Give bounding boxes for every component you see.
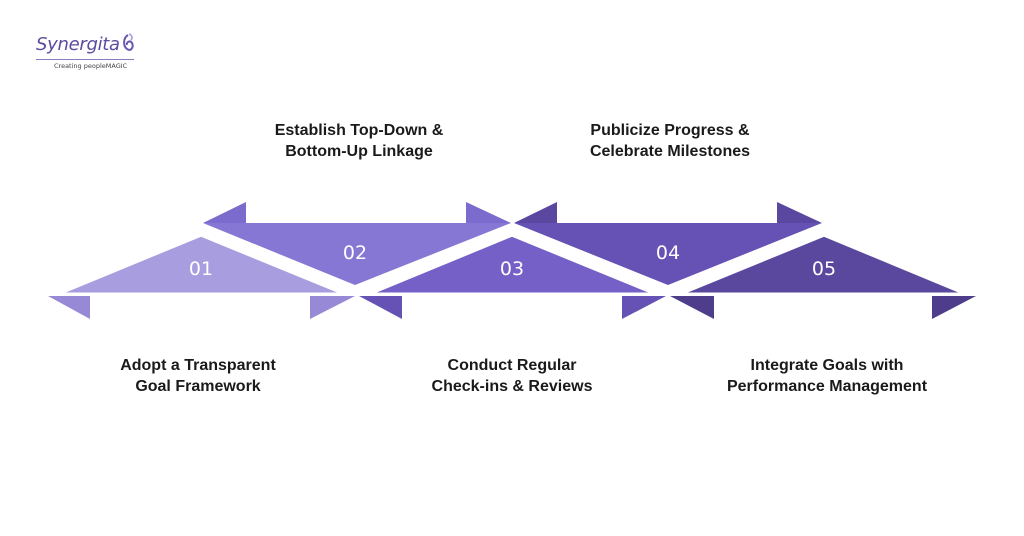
logo-swirl-icon: [123, 33, 134, 51]
logo-tagline: Creating peopleMAGIC: [54, 62, 128, 70]
step-03-caption-line-2: Check-ins & Reviews: [431, 378, 593, 395]
step-04-caption-line-1: Publicize Progress &: [590, 122, 750, 139]
step-04-caption-line-2: Celebrate Milestones: [589, 143, 751, 160]
step-01-shape: 01: [46, 229, 357, 319]
step-05-caption-line-1: Integrate Goals with: [750, 357, 904, 374]
step-01-caption-line-2: Goal Framework: [135, 378, 261, 395]
step-05-caption-line-2: Performance Management: [726, 378, 928, 395]
step-01-caption: Adopt a Transparent Goal Framework: [48, 355, 348, 397]
step-03-caption-line-1: Conduct Regular: [447, 357, 577, 374]
logo-wordmark: Synergita: [36, 34, 120, 55]
step-03-shape: 03: [357, 229, 668, 319]
step-04-caption: Publicize Progress & Celebrate Milestone…: [520, 120, 820, 162]
step-01-number: 01: [189, 258, 213, 280]
step-05-shape: 05: [668, 229, 978, 319]
step-03-number: 03: [500, 258, 524, 280]
step-04-shape: 04: [514, 202, 822, 285]
step-05-caption: Integrate Goals with Performance Managem…: [677, 355, 977, 397]
step-02-shape: 02: [203, 202, 511, 285]
step-02-caption-line-2: Bottom-Up Linkage: [285, 143, 433, 160]
step-02-number: 02: [343, 242, 367, 264]
step-05-number: 05: [812, 258, 836, 280]
step-02-caption: Establish Top-Down & Bottom-Up Linkage: [209, 120, 509, 162]
step-03-caption: Conduct Regular Check-ins & Reviews: [362, 355, 662, 397]
logo-underline: [36, 59, 134, 60]
step-01-caption-line-1: Adopt a Transparent: [120, 357, 276, 374]
step-02-caption-line-1: Establish Top-Down &: [274, 122, 444, 139]
step-04-number: 04: [656, 242, 680, 264]
synergita-logo: Synergita Creating peopleMAGIC: [34, 30, 144, 74]
